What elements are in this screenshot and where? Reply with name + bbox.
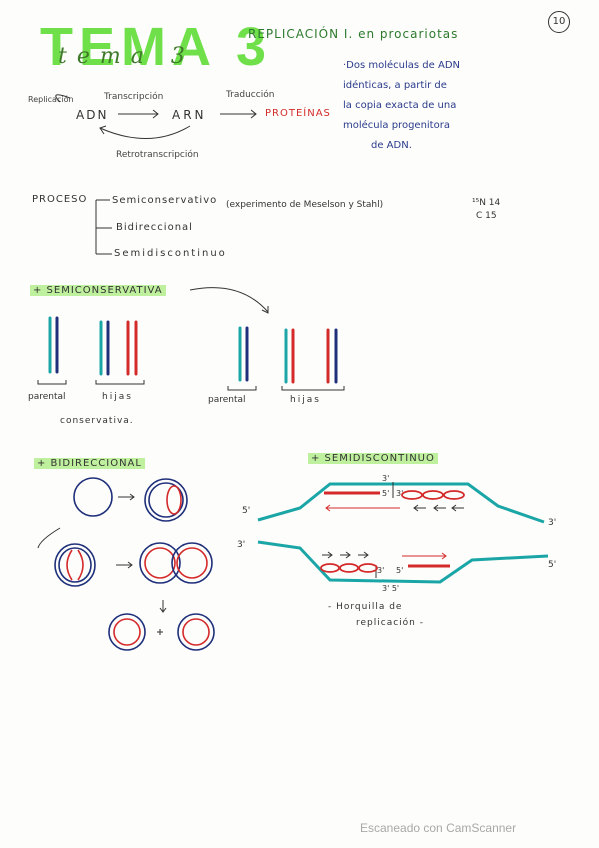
definition-line: de ADN. — [371, 140, 412, 151]
arrow-head — [152, 109, 159, 119]
proceso-item: Semidiscontinuo — [114, 248, 227, 259]
fork-label: 3' 5' — [382, 584, 400, 593]
fork-caption: - Horquilla de — [328, 602, 403, 612]
fork-caption: replicación - — [356, 618, 424, 628]
replication-fork — [257, 482, 549, 584]
title-script: tema 3 — [58, 44, 195, 69]
definition-line: molécula progenitora — [343, 120, 450, 131]
dogma-adn: ADN — [76, 108, 109, 122]
proceso-isotope: ¹⁵N 14 — [472, 198, 501, 208]
fork-label: 5' — [242, 506, 251, 516]
strand-brackets-right — [227, 386, 345, 391]
semiconservativa-arrow — [189, 287, 269, 313]
fork-label: 3' — [237, 540, 246, 550]
proceso-isotope: C 15 — [476, 211, 497, 221]
replication-loop-arrow — [55, 94, 71, 103]
proceso-item: Semiconservativo — [112, 195, 218, 206]
proceso-item: Bidireccional — [116, 222, 193, 233]
definition-line: la copia exacta de una — [343, 100, 457, 111]
retro-arrow — [99, 125, 191, 139]
label-hijas: hijas — [102, 392, 133, 402]
dogma-arn: ARN — [172, 108, 207, 122]
strands-right — [238, 326, 338, 384]
fork-label: 3' — [548, 518, 557, 528]
dogma-traduccion: Traducción — [226, 90, 275, 100]
label-parental: parental — [28, 392, 66, 402]
definition-line: ·Dos moléculas de ADN — [343, 60, 461, 71]
label-hijas: hijas — [290, 395, 321, 405]
semiconservativa-heading: + SEMICONSERVATIVA — [30, 285, 166, 296]
definition-line: idénticas, a partir de — [343, 80, 447, 91]
dogma-arrows — [55, 94, 257, 139]
fork-label: 5' — [382, 489, 390, 498]
title-big: TEMA 3 — [40, 17, 273, 77]
subtitle: REPLICACIÓN I. en procariotas — [248, 27, 459, 41]
footer-watermark: Escaneado con CamScanner — [360, 821, 517, 835]
page-number: 10 — [548, 11, 570, 33]
arrow-head — [250, 109, 257, 119]
arrow-head — [99, 125, 107, 135]
proceso-bracket — [95, 199, 112, 255]
label-conservativa: conservativa. — [60, 416, 134, 426]
bidireccional-heading: + BIDIRECCIONAL — [34, 458, 145, 469]
dogma-proteinas: PROTEÍNAS — [265, 108, 331, 119]
strand-brackets-left — [37, 380, 145, 385]
dogma-retro: Retrotranscripción — [116, 150, 199, 160]
proceso-experiment: (experimento de Meselson y Stahl) — [226, 200, 384, 210]
bidireccional-diagram — [37, 477, 215, 651]
fork-label: 5' — [396, 566, 404, 575]
dogma-transcripcion: Transcripción — [104, 92, 164, 102]
fork-label: 3' — [377, 566, 385, 575]
fork-label: 5' — [548, 560, 557, 570]
arrow-head — [261, 306, 269, 314]
label-parental: parental — [208, 395, 246, 405]
semidiscontinuo-heading: + SEMIDISCONTINUO — [308, 453, 438, 464]
dogma-replicacion: Replicación — [28, 95, 74, 104]
proceso-label: PROCESO — [32, 194, 88, 205]
fork-label: 3' — [382, 474, 390, 483]
strands-left — [48, 316, 138, 376]
definition-block: ·Dos moléculas de ADN idénticas, a parti… — [343, 56, 543, 156]
fork-label: 3' — [396, 489, 404, 498]
page-number-text: 10 — [552, 16, 566, 27]
